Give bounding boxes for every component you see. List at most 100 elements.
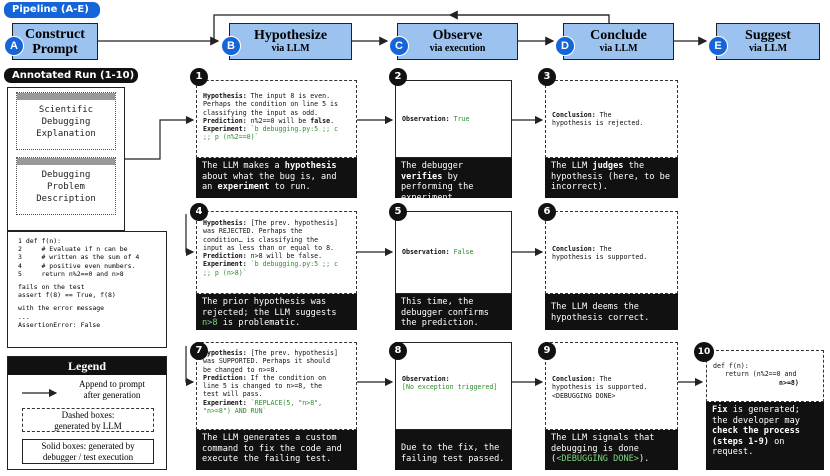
stage-sub: via LLM bbox=[271, 43, 310, 54]
step9-con-3: <DEBUGGING DONE> bbox=[552, 391, 616, 400]
step-number-4: 4 bbox=[190, 203, 208, 221]
step6-conclusion-box: Conclusion: The hypothesis is supported. bbox=[545, 211, 678, 294]
stage-letter-b: B bbox=[221, 36, 241, 56]
code-line: AssertionError: False bbox=[18, 320, 101, 329]
step2-observation-box: Observation: True bbox=[395, 80, 512, 158]
step-number-7: 7 bbox=[190, 342, 208, 360]
stage-title: Observe bbox=[432, 28, 483, 43]
code-line: assert f(8) == True, f(8) bbox=[18, 291, 116, 300]
legend-dashed-box: Dashed boxes: generated by LLM bbox=[22, 408, 154, 432]
step4-hyp-2: was REJECTED. Perhaps the bbox=[203, 227, 303, 236]
stage-suggest: Suggest via LLM bbox=[716, 23, 820, 60]
stage-letter-c: C bbox=[389, 36, 409, 56]
step3-conclusion-box: Conclusion: The hypothesis is rejected. bbox=[545, 80, 678, 158]
step10-code-2: return (n%2==0 and bbox=[725, 370, 797, 379]
stage-construct-prompt: Construct Prompt bbox=[12, 23, 98, 60]
step-number-3: 3 bbox=[538, 68, 556, 86]
code-line: fails on the test bbox=[18, 283, 85, 292]
code-line: with the error message bbox=[18, 304, 105, 313]
stage-conclude: Conclude via LLM bbox=[563, 23, 674, 60]
step1-exp-2: ;; p (n%2==0)` bbox=[203, 133, 259, 142]
step7-pred-2: line 5 is changed to n>=8, the bbox=[203, 382, 323, 391]
step5-observation-box: Observation: False bbox=[395, 211, 512, 294]
step4-exp-2: ;; p (n>8)` bbox=[203, 268, 247, 277]
stage-title-2: Prompt bbox=[32, 41, 78, 57]
step8-obs: [No exception triggered] bbox=[402, 383, 498, 392]
step4-pred: n>8 will be false. bbox=[250, 252, 323, 261]
step7-hyp: [The prev. hypothesis] bbox=[250, 349, 338, 357]
step2-obs: True bbox=[453, 115, 470, 123]
step9-con-2: hypothesis is supported. bbox=[552, 383, 648, 392]
step10-fix-box: def f(n): return (n%2==0 and n>=8) bbox=[706, 350, 824, 402]
step3-con-2: hypothesis is rejected. bbox=[552, 119, 644, 128]
step1-exp: `b debugging.py:5 ;; c bbox=[250, 125, 338, 134]
doc-scientific-debugging: Scientific Debugging Explanation bbox=[16, 92, 116, 150]
step-number-9: 9 bbox=[538, 342, 556, 360]
step-number-1: 1 bbox=[190, 68, 208, 86]
step6-con: The bbox=[599, 245, 612, 253]
doc-line: Description bbox=[36, 194, 96, 204]
legend-solid-text-2: debugger / test execution bbox=[42, 452, 134, 462]
step-number-8: 8 bbox=[389, 342, 407, 360]
step5-caption: This time, the debugger confirms the pre… bbox=[395, 294, 512, 330]
stage-title: Hypothesize bbox=[253, 28, 328, 43]
legend: Legend Append to prompt after generation… bbox=[7, 356, 167, 470]
code-line: ... bbox=[18, 312, 30, 321]
step-number-2: 2 bbox=[389, 68, 407, 86]
step7-pred-3: test will pass. bbox=[203, 390, 263, 399]
pipeline-tag: Pipeline (A-E) bbox=[4, 2, 100, 18]
step9-conclusion-box: Conclusion: The hypothesis is supported.… bbox=[545, 342, 678, 430]
stage-letter-d: D bbox=[555, 36, 575, 56]
step10-code-3: n>=8) bbox=[779, 378, 799, 387]
step10-caption: Fix is generated; the developer may chec… bbox=[706, 402, 824, 470]
legend-arrow-text-1: Append to prompt bbox=[79, 379, 145, 389]
code-line: 4 # positive even numbers. bbox=[18, 261, 136, 270]
legend-arrow-icon bbox=[22, 388, 58, 398]
pipeline-arrows bbox=[98, 10, 708, 46]
code-line: 2 # Evaluate if n can be bbox=[18, 245, 128, 254]
step8-observation-box: Observation: [No exception triggered] bbox=[395, 342, 512, 430]
step-number-5: 5 bbox=[389, 203, 407, 221]
stage-observe: Observe via execution bbox=[397, 23, 518, 60]
step4-hypothesis-box: Hypothesis: [The prev. hypothesis] was R… bbox=[196, 211, 357, 294]
step-number-6: 6 bbox=[538, 203, 556, 221]
doc-line: Debugging bbox=[41, 117, 91, 127]
legend-arrow-text-2: after generation bbox=[83, 390, 141, 400]
stage-hypothesize: Hypothesize via LLM bbox=[229, 23, 352, 60]
doc-line: Debugging bbox=[41, 170, 91, 180]
stage-title: Construct bbox=[25, 26, 85, 42]
step6-caption: The LLM deems the hypothesis correct. bbox=[545, 294, 678, 330]
step1-hypothesis-box: Hypothesis: The input 8 is even. Perhaps… bbox=[196, 80, 357, 158]
step7-hyp-2: was SUPPORTED. Perhaps it should bbox=[203, 357, 331, 366]
step10-code-1: def f(n): bbox=[713, 362, 749, 370]
step3-caption: The LLM judges the hypothesis (here, to … bbox=[545, 158, 678, 198]
annotated-run-tag: Annotated Run (1-10) bbox=[4, 68, 138, 83]
step4-hyp: [The prev. hypothesis] bbox=[250, 219, 338, 227]
step8-caption: Due to the fix, the failing test passed. bbox=[395, 430, 512, 470]
step2-caption: The debugger verifies by performing the … bbox=[395, 158, 512, 203]
stage-title: Suggest bbox=[745, 28, 791, 43]
step1-pred: n%2==0 will be bbox=[250, 116, 307, 125]
step4-exp: `b debugging.py:5 ;; c bbox=[250, 260, 338, 269]
step-number-10: 10 bbox=[694, 342, 714, 362]
stage-letter-e: E bbox=[708, 36, 728, 56]
step1-caption: The LLM makes a hypothesis about what th… bbox=[196, 158, 357, 198]
step4-caption: The prior hypothesis was rejected; the L… bbox=[196, 294, 357, 330]
stage-letter-a: A bbox=[4, 36, 24, 56]
stage-title: Conclude bbox=[590, 28, 647, 43]
problem-code-panel: 1 def f(n): 2 # Evaluate if n can be 3 #… bbox=[7, 231, 167, 348]
step4-hyp-3: condition… is classifying the bbox=[203, 235, 319, 244]
legend-solid-box: Solid boxes: generated by debugger / tes… bbox=[22, 439, 154, 464]
legend-arrow-text: Append to prompt after generation bbox=[60, 379, 164, 401]
step1-hyp-3: classifying the input as odd. bbox=[203, 108, 319, 117]
stage-sub: via execution bbox=[429, 43, 486, 54]
legend-title: Legend bbox=[8, 357, 166, 375]
legend-solid-text-1: Solid boxes: generated by bbox=[41, 441, 135, 451]
step7-exp: `REPLACE(5, "n>8", bbox=[250, 398, 323, 407]
code-line: 5 return n%2==0 and n>8 bbox=[18, 269, 124, 278]
stage-sub: via LLM bbox=[748, 43, 788, 54]
step6-con-2: hypothesis is supported. bbox=[552, 253, 648, 262]
step5-obs: False bbox=[453, 248, 474, 256]
step7-hyp-3: be changed to n>=8. bbox=[203, 365, 279, 374]
